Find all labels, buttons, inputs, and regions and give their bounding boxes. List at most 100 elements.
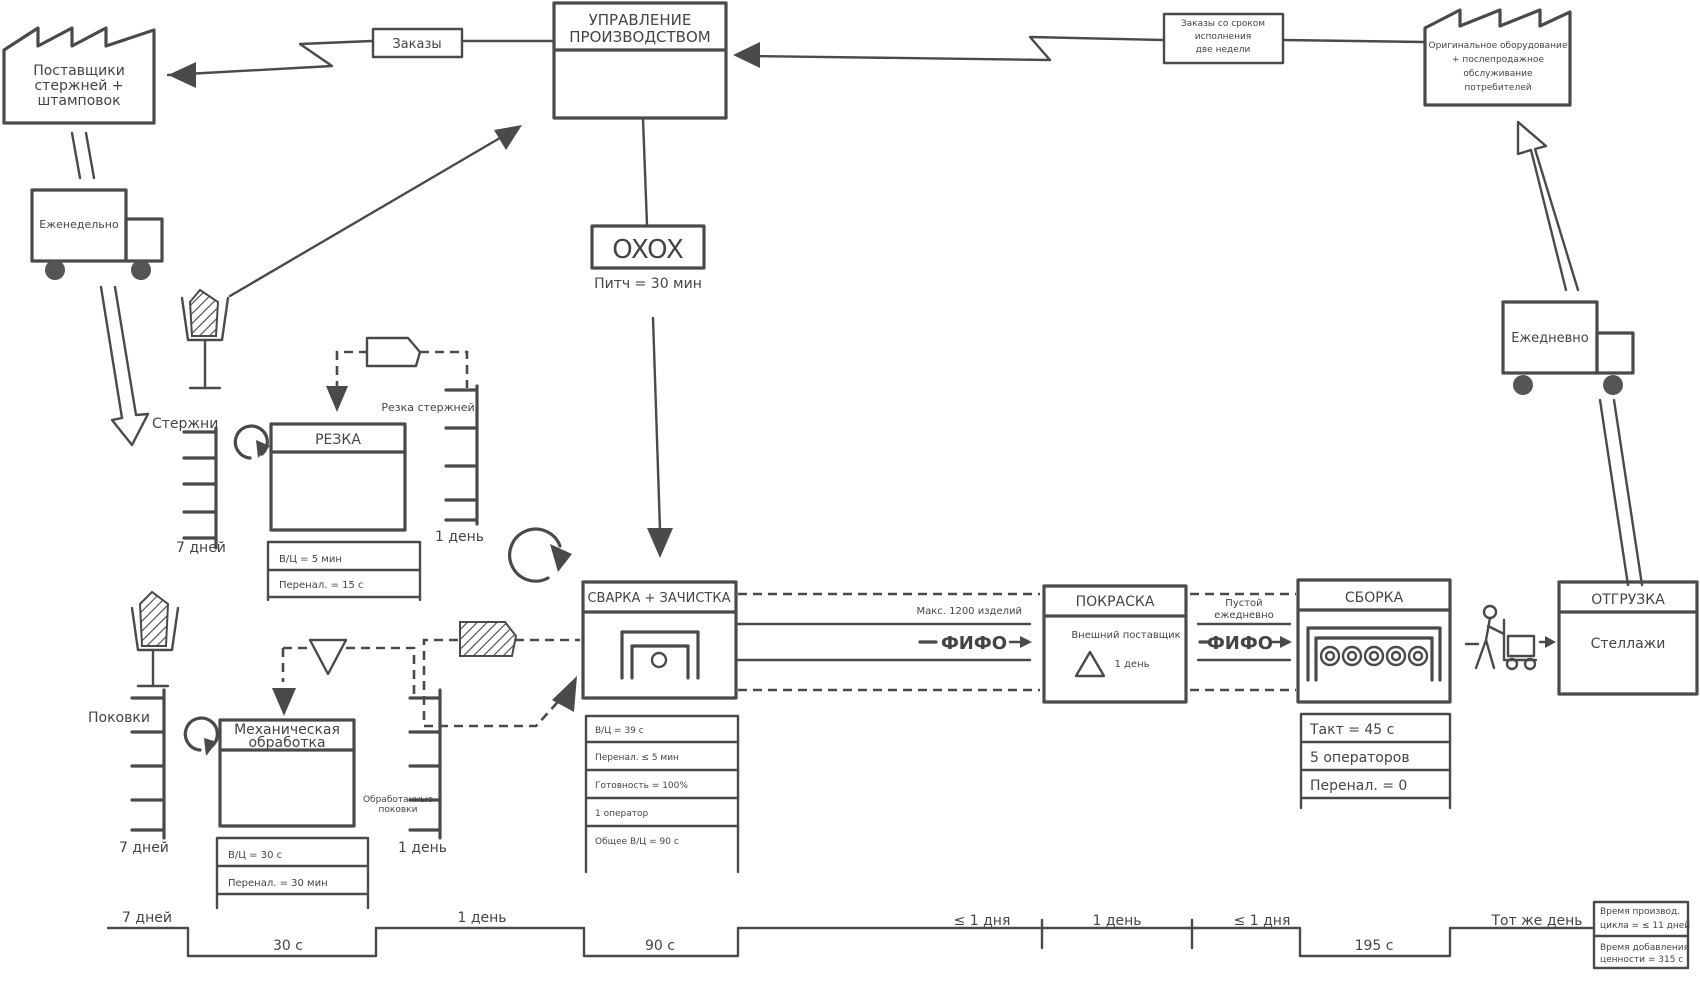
oxox-to-welding-arrow [647,316,673,558]
customer-line-4: потребителей [1464,83,1531,93]
machining-ct: В/Ц = 30 с [228,850,282,861]
welding-data-box: В/Ц = 39 с Перенал. ≤ 5 мин Готовность =… [584,714,740,874]
processed-forgings-line-1: Обработанные [363,795,434,805]
rods-label: Стержни [152,416,218,432]
welding-ct: В/Ц = 39 с [595,726,644,736]
customer-line-2: + послепродажное [1452,55,1544,65]
cutting-co: Перенал. = 15 с [279,580,364,591]
forgings-label: Поковки [88,710,150,726]
kanban-post-rods [180,288,230,390]
assembly-data-box: Такт = 45 с 5 операторов Перенал. = 0 [1299,712,1452,810]
timeline: 7 дней 1 день ≤ 1 дня 1 день ≤ 1 дня Тот… [106,910,1594,958]
production-control-title-1: УПРАВЛЕНИЕ [589,11,692,29]
process-machining[interactable]: Механическая обработка [218,718,356,828]
machining-cycle-icon [183,716,219,756]
processed-forgings-line-2: поковки [379,805,418,815]
process-painting-days: 1 день [1114,659,1149,670]
withdrawal-kanban-loop [422,638,580,728]
process-painting-title: ПОКРАСКА [1076,594,1155,610]
shipping-to-truck-arrow [1598,398,1644,587]
timeline-wait-3: ≤ 1 дня [954,913,1011,929]
summary-lead-time-2: цикла = ≤ 11 дней [1600,921,1690,931]
fifo-1-label: ФИФО [941,633,1007,654]
cutting-kanban-loop [326,350,469,412]
customer-orders-line-1: Заказы со сроком [1181,19,1265,29]
withdrawal-kanban-card[interactable] [459,621,518,657]
supplier-to-truck-lines [70,131,96,180]
oxox-box[interactable]: OXOX [590,224,706,270]
fifo-lane-1: Макс. 1200 изделий ФИФО [736,592,1040,692]
process-cutting-title: РЕЗКА [315,432,361,448]
customer-factory[interactable]: Оригинальное оборудование + послепродажн… [1423,8,1572,107]
customer-orders-box[interactable]: Заказы со сроком исполнения две недели [1162,12,1285,65]
production-control-title-2: ПРОИЗВОДСТВОМ [569,28,710,46]
supplier-line-1: Поставщики [33,63,125,79]
forgings-shelf [130,688,166,840]
customer-line-3: обслуживание [1463,69,1533,79]
rods-days: 7 дней [176,540,226,556]
process-shipping-subtitle: Стеллажи [1591,636,1666,652]
kanban-post-forgings [130,590,180,688]
production-control-box[interactable]: УПРАВЛЕНИЕ ПРОИЗВОДСТВОМ [552,1,728,120]
welding-uptime: Готовность = 100% [595,781,688,791]
timeline-wait-2: 1 день [457,910,506,926]
machining-co: Перенал. = 30 мин [228,878,328,889]
oxox-label: OXOX [612,235,684,265]
cutting-kanban-card[interactable] [365,336,422,368]
orders-label: Заказы [392,37,441,52]
cut-rods-shelf [444,384,479,526]
summary-va-time-1: Время добавления [1600,943,1689,953]
timeline-summary-box: Время производ. цикла = ≤ 11 дней Время … [1592,900,1690,970]
process-painting[interactable]: ПОКРАСКА Внешний поставщик 1 день [1042,584,1188,704]
fifo-lane-2: Пустой ежедневно ФИФО [1190,592,1296,692]
truck-weekly-label: Еженедельно [39,218,119,231]
truck-to-customer-arrow [1516,120,1580,292]
process-machining-title-1: Механическая [234,722,340,738]
customer-orders-line-3: две недели [1196,45,1251,55]
process-welding[interactable]: СВАРКА + ЗАЧИСТКА [581,580,738,700]
timeline-wait-5: ≤ 1 дня [1234,913,1291,929]
welding-total-ct: Общее В/Ц = 90 с [595,837,679,847]
supplier-line-3: штамповок [37,93,120,109]
operator-cart-icon [1464,604,1556,671]
cutting-data-box: В/Ц = 5 мин Перенал. = 15 с [266,540,422,602]
welding-operators: 1 оператор [595,809,648,819]
rods-shelf [182,426,218,550]
customer-orders-arrow [733,35,1426,68]
timeline-va-2: 90 с [645,938,675,954]
process-assembly-title: СБОРКА [1345,590,1404,606]
supplier-line-2: стержней + [34,78,123,94]
rods-kanban-signal-arrow [228,125,522,298]
process-painting-subtitle: Внешний поставщик [1071,630,1180,641]
orders-label-box[interactable]: Заказы [371,27,464,59]
summary-lead-time-1: Время производ. [1600,907,1680,917]
control-to-oxox-line [641,117,649,227]
process-assembly[interactable]: СБОРКА [1296,578,1452,704]
welding-cycle-icon [508,527,572,583]
process-cutting[interactable]: РЕЗКА [269,422,407,532]
forgings-days: 7 дней [119,840,169,856]
fifo-2-note-2: ежедневно [1214,610,1273,621]
supplier-factory[interactable]: Поставщики стержней + штамповок [2,26,156,125]
cut-rods-days: 1 день [435,529,484,545]
timeline-va-1: 30 с [273,938,303,954]
customer-line-1: Оригинальное оборудование [1429,41,1568,51]
pitch-label: Питч = 30 мин [594,276,702,292]
orders-to-supplier-arrow [166,39,555,88]
cutting-ct: В/Ц = 5 мин [279,554,342,565]
fifo-2-label: ФИФО [1207,633,1273,654]
timeline-va-3: 195 с [1355,938,1394,954]
process-shipping[interactable]: ОТГРУЗКА Стеллажи [1557,580,1699,696]
timeline-wait-4: 1 день [1092,913,1141,929]
process-machining-title-2: обработка [248,735,325,751]
fifo-2-note-1: Пустой [1225,598,1262,609]
truck-daily[interactable]: Ежедневно [1501,300,1635,395]
timeline-wait-6: Тот же день [1490,913,1582,929]
truck-weekly[interactable]: Еженедельно [30,188,164,280]
fifo-1-note: Макс. 1200 изделий [916,606,1022,617]
machining-data-box: В/Ц = 30 с Перенал. = 30 мин [215,836,370,910]
rod-cutting-label: Резка стержней [381,401,474,414]
truck-daily-label: Ежедневно [1511,331,1589,346]
timeline-wait-1: 7 дней [122,910,172,926]
